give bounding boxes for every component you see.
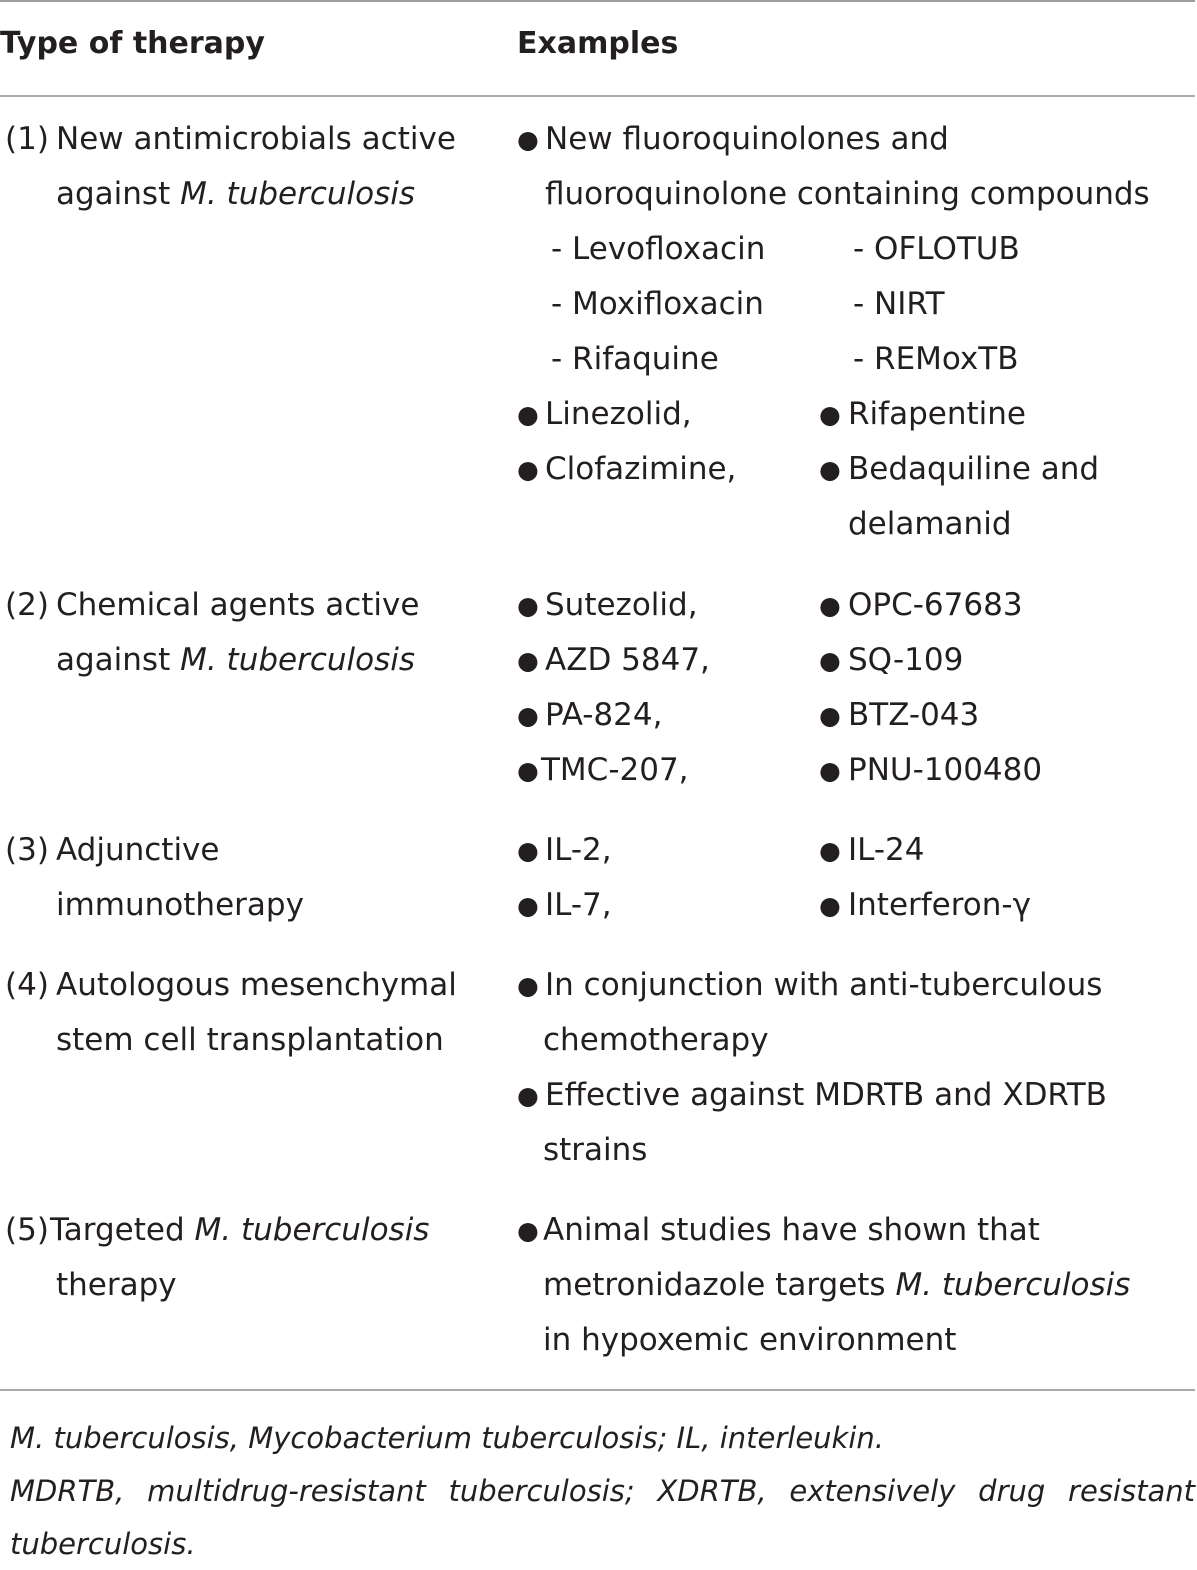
example-text: In conjunction with anti-tuberculous [545,967,1103,1003]
sub-item: - OFLOTUB [853,231,1020,267]
bullet: ● [819,836,841,865]
therapy-name-cont: against M. tuberculosis [56,642,416,678]
example-text-cont: chemotherapy [543,1022,769,1058]
example-item: BTZ-043 [848,697,980,733]
footnote-drug-resistance-cont: tuberculosis. [10,1527,196,1561]
bullet: ● [517,891,539,920]
therapy-name-cont: therapy [56,1267,177,1303]
therapy-name-cont: stem cell transplantation [56,1022,444,1058]
bullet: ● [517,646,539,675]
example-item: TMC-207, [541,752,689,788]
example-text: New fluoroquinolones and [545,121,949,157]
therapy-number: (4) [5,967,49,1003]
examples-5: ● Animal studies have shown that metroni… [517,1203,1197,1368]
example-item: OPC-67683 [848,587,1023,623]
bullet: ● [819,756,841,785]
bullet: ● [517,400,539,429]
bullet: ● [819,400,841,429]
example-text-cont: fluoroquinolone containing compounds [545,176,1150,212]
example-text-cont: strains [543,1132,648,1168]
example-item-cont: delamanid [848,506,1012,542]
bullet: ● [517,756,539,785]
example-text-cont: in hypoxemic environment [543,1322,957,1358]
examples-3: ● IL-2, ● IL-7, ● IL-24 ● Interferon-γ [517,823,1197,933]
therapy-number: (5) [5,1212,49,1248]
example-item: IL-7, [545,887,612,923]
header-rule [0,95,1195,97]
example-item: IL-24 [848,832,925,868]
header-examples: Examples [517,26,679,61]
example-text: Animal studies have shown that [543,1212,1040,1248]
therapy-name-cont: immunotherapy [56,887,304,923]
therapy-name: Adjunctive [56,832,220,868]
footnote-drug-resistance: MDRTB, multidrug-resistant tuberculosis;… [10,1474,1195,1508]
bullet: ● [517,701,539,730]
therapy-name: Chemical agents active [56,587,420,623]
example-item: Sutezolid, [545,587,698,623]
bullet: ● [819,646,841,675]
example-item: Bedaquiline and [848,451,1100,487]
sub-item: - Moxifloxacin [551,286,764,322]
sub-item: - Rifaquine [551,341,719,377]
example-item: PNU-100480 [848,752,1043,788]
example-text-cont: metronidazole targets M. tuberculosis [543,1267,1131,1303]
bullet: ● [517,1081,539,1110]
bullet: ● [819,891,841,920]
therapy-number: (2) [5,587,49,623]
bullet: ● [819,701,841,730]
footnote-abbreviations: M. tuberculosis, Mycobacterium tuberculo… [10,1421,885,1455]
bullet: ● [517,125,539,154]
therapy-name: Autologous mesenchymal [56,967,457,1003]
examples-2: ● Sutezolid, ● AZD 5847, ● PA-824, ● TMC… [517,578,1197,798]
bullet: ● [819,455,841,484]
top-rule [0,0,1195,2]
example-item: Interferon-γ [848,887,1031,923]
sub-item: - REMoxTB [853,341,1019,377]
example-item: Rifapentine [848,396,1026,432]
therapy-number: (3) [5,832,49,868]
examples-1: ● New fluoroquinolones and fluoroquinolo… [517,112,1197,552]
example-item: AZD 5847, [545,642,710,678]
bullet: ● [517,971,539,1000]
examples-4: ● In conjunction with anti-tuberculous c… [517,958,1197,1178]
sub-item: - NIRT [853,286,945,322]
example-item: Clofazimine, [545,451,737,487]
bullet: ● [517,836,539,865]
sub-item: - Levofloxacin [551,231,766,267]
bottom-rule [0,1389,1195,1391]
therapy-number: (1) [5,121,49,157]
example-item: PA-824, [545,697,663,733]
bullet: ● [819,591,841,620]
example-item: Linezolid, [545,396,692,432]
therapy-name-cont: against M. tuberculosis [56,176,416,212]
therapy-name: New antimicrobials active [56,121,456,157]
header-type-of-therapy: Type of therapy [0,26,265,61]
example-item: IL-2, [545,832,612,868]
bullet: ● [517,591,539,620]
example-text: Effective against MDRTB and XDRTB [545,1077,1107,1113]
example-item: SQ-109 [848,642,964,678]
therapy-name: Targeted M. tuberculosis [50,1212,430,1248]
bullet: ● [517,455,539,484]
bullet: ● [517,1216,539,1245]
